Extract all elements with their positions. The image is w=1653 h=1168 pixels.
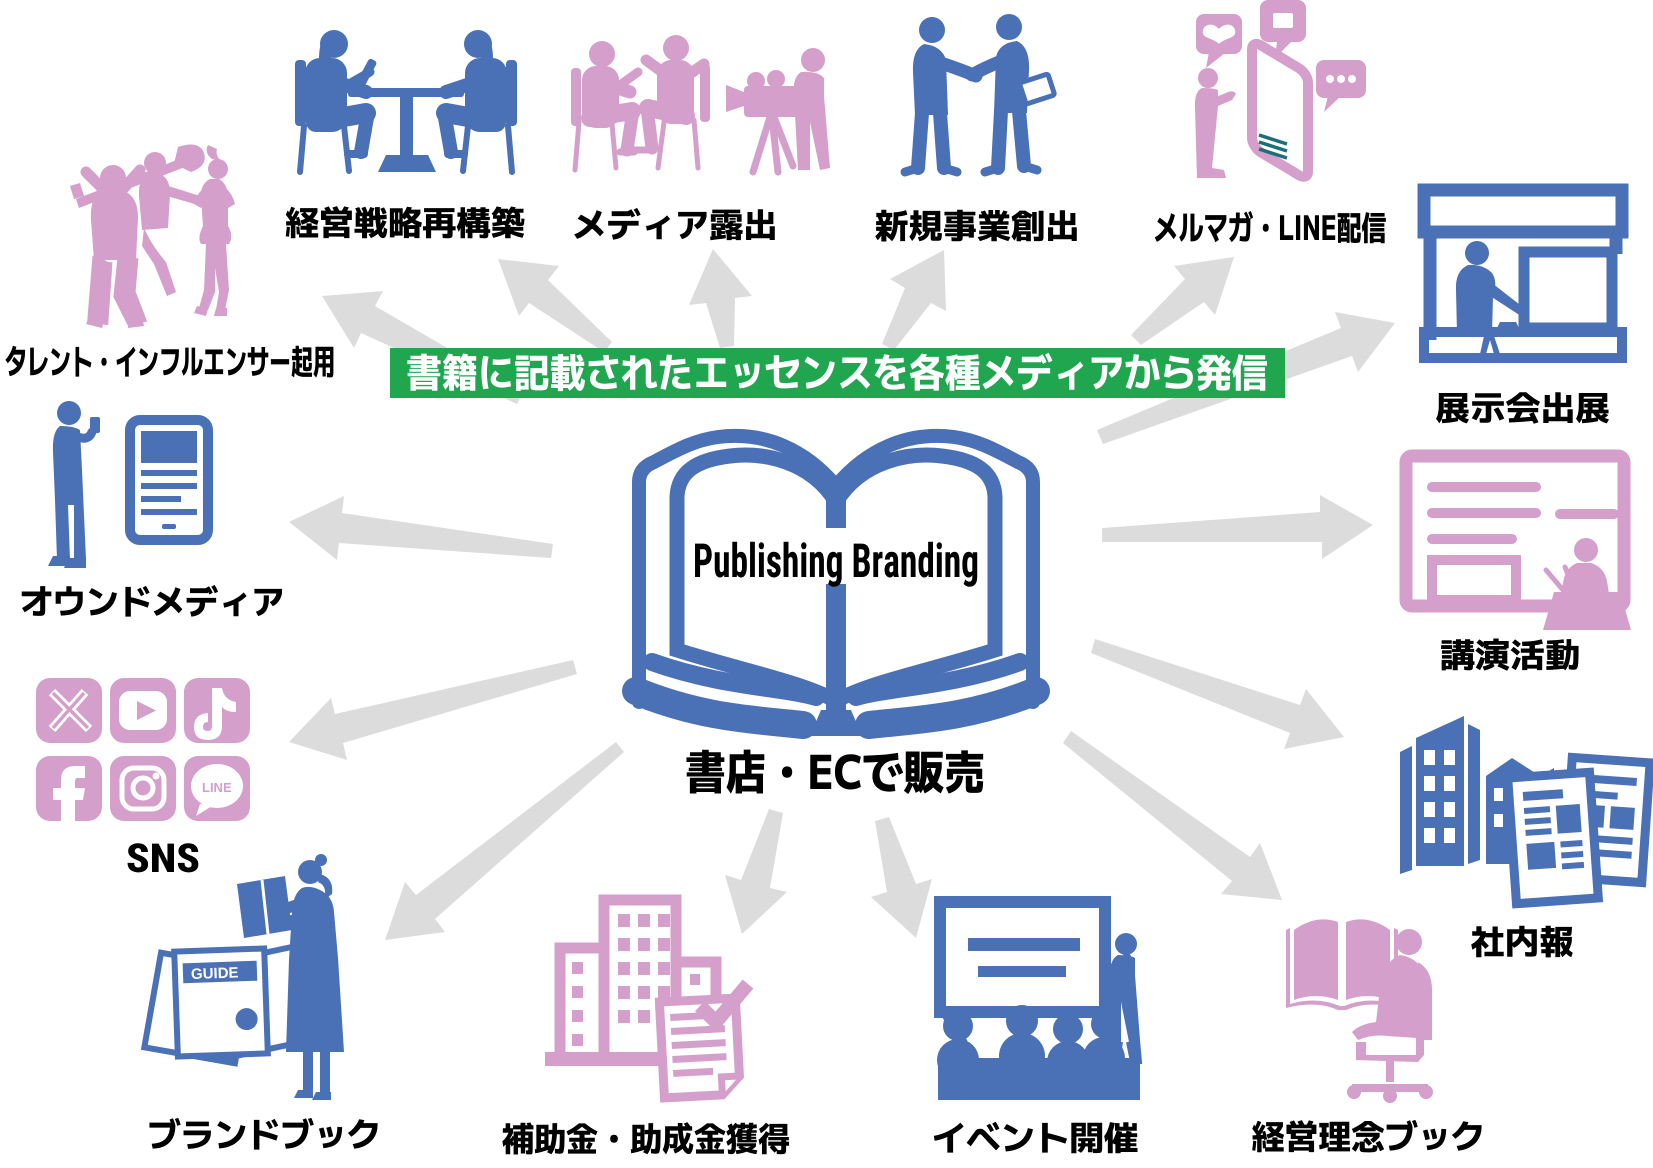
- svg-text:GUIDE: GUIDE: [191, 964, 239, 983]
- svg-text:LINE: LINE: [202, 780, 232, 795]
